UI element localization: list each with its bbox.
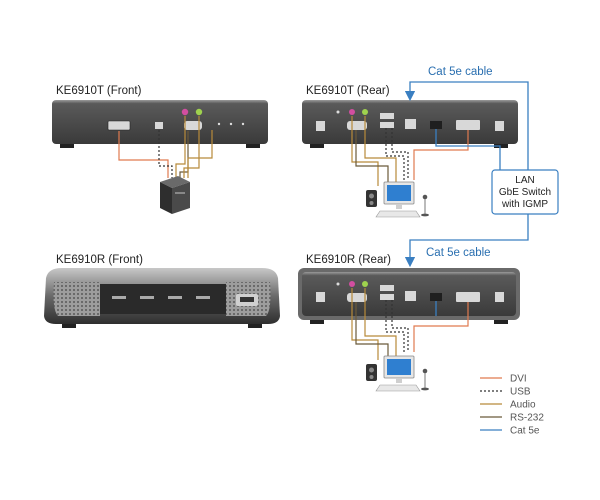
tx-rear-device — [302, 100, 518, 148]
legend-label-usb: USB — [510, 387, 531, 398]
legend-label-rs-232: RS-232 — [510, 413, 544, 424]
keyboard-icon — [375, 210, 421, 218]
switch-line-3: with IGMP — [501, 199, 548, 210]
speaker-icon — [366, 190, 377, 207]
switch-line-2: GbE Switch — [499, 187, 551, 198]
monitor-icon — [383, 355, 415, 383]
tx-rear-cables — [351, 116, 469, 186]
legend-label-dvi: DVI — [510, 374, 527, 385]
rx-console-icons — [366, 355, 429, 392]
speaker-icon — [366, 364, 377, 381]
rx-rear-device — [298, 268, 520, 324]
keyboard-icon — [375, 384, 421, 392]
legend-label-cat-5e: Cat 5e — [510, 426, 540, 437]
legend-label-audio: Audio — [510, 400, 536, 411]
rx-rear-label: KE6910R (Rear) — [306, 254, 391, 266]
rx-front-device — [44, 268, 280, 328]
lan-switch-box: LAN GbE Switch with IGMP — [491, 169, 559, 215]
microphone-icon — [421, 368, 429, 391]
monitor-icon — [383, 181, 415, 209]
computer-tower-icon — [160, 176, 190, 214]
microphone-icon — [421, 194, 429, 217]
rx-front-label: KE6910R (Front) — [56, 254, 143, 266]
switch-line-1: LAN — [515, 175, 534, 186]
tx-console-icons — [366, 181, 429, 218]
rx-rear-cables — [351, 288, 469, 360]
cat5e-links — [404, 81, 529, 316]
tx-front-cables — [118, 116, 213, 178]
cat5e-cable-label-top: Cat 5e cable — [428, 66, 493, 78]
cat5e-cable-label-bottom: Cat 5e cable — [426, 247, 491, 259]
tx-front-device — [52, 100, 268, 148]
tx-rear-label: KE6910T (Rear) — [306, 85, 390, 97]
tx-front-label: KE6910T (Front) — [56, 85, 142, 97]
